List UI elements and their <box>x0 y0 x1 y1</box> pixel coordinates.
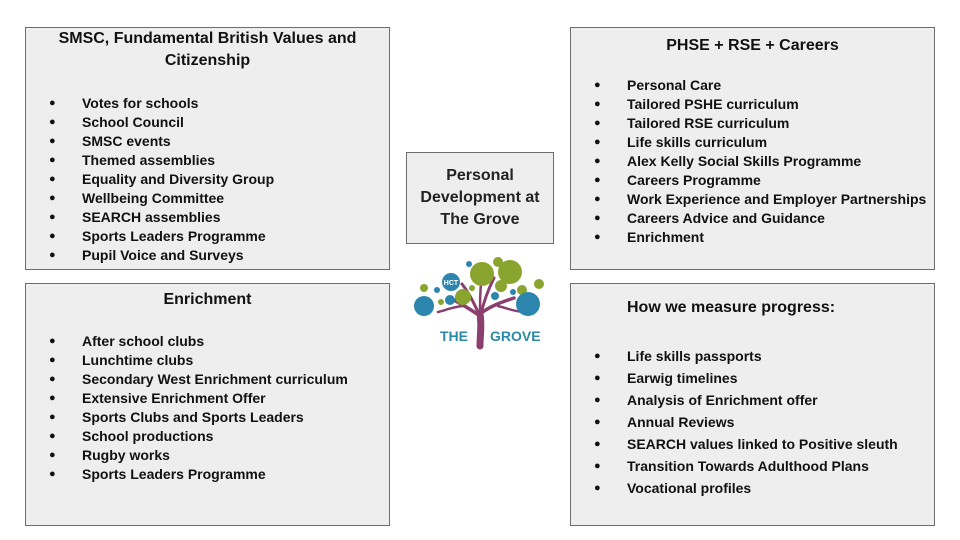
smsc-panel-title: SMSC, Fundamental British Values and Cit… <box>58 30 357 69</box>
list-item: Life skills curriculum <box>571 133 934 152</box>
list-item: Vocational profiles <box>571 477 934 499</box>
list-item: Secondary West Enrichment curriculum <box>26 370 389 389</box>
list-item: SEARCH values linked to Positive sleuth <box>571 433 934 455</box>
measure-progress-panel: How we measure progress: Life skills pas… <box>570 283 935 526</box>
phse-list: Personal Care Tailored PSHE curriculum T… <box>571 76 934 247</box>
list-item: Personal Care <box>571 76 934 95</box>
tree-trunk <box>436 276 526 350</box>
center-title-box: Personal Development at The Grove <box>406 152 554 244</box>
list-item: Tailored RSE curriculum <box>571 114 934 133</box>
list-item: School Council <box>26 113 389 132</box>
enrichment-panel-title: Enrichment <box>163 291 252 308</box>
list-item: Equality and Diversity Group <box>26 170 389 189</box>
logo-word-grove: GROVE <box>490 328 541 344</box>
list-item: Pupil Voice and Surveys <box>26 246 389 265</box>
tree-leaves-teal <box>414 261 540 316</box>
list-item: SEARCH assemblies <box>26 208 389 227</box>
list-item: Careers Advice and Guidance <box>571 209 934 228</box>
list-item: Extensive Enrichment Offer <box>26 389 389 408</box>
list-item: Rugby works <box>26 446 389 465</box>
list-item: Work Experience and Employer Partnership… <box>571 190 934 209</box>
list-item: School productions <box>26 427 389 446</box>
phse-panel: PHSE + RSE + Careers Personal Care Tailo… <box>570 27 935 270</box>
measure-progress-title: How we measure progress: <box>627 299 836 316</box>
list-item: Votes for schools <box>26 94 389 113</box>
list-item: Annual Reviews <box>571 411 934 433</box>
enrichment-list: After school clubs Lunchtime clubs Secon… <box>26 332 389 484</box>
the-grove-logo: HCT THE GROVE <box>414 257 544 350</box>
list-item: Themed assemblies <box>26 151 389 170</box>
list-item: Careers Programme <box>571 171 934 190</box>
list-item: Analysis of Enrichment offer <box>571 389 934 411</box>
list-item: Sports Leaders Programme <box>26 227 389 246</box>
list-item: Life skills passports <box>571 345 934 367</box>
list-item: Sports Leaders Programme <box>26 465 389 484</box>
list-item: Sports Clubs and Sports Leaders <box>26 408 389 427</box>
list-item: Wellbeing Committee <box>26 189 389 208</box>
logo-word-the: THE <box>440 328 468 344</box>
list-item: Lunchtime clubs <box>26 351 389 370</box>
center-title: Personal Development at The Grove <box>420 167 540 228</box>
hct-badge: HCT <box>442 273 460 291</box>
smsc-panel: SMSC, Fundamental British Values and Cit… <box>25 27 390 270</box>
list-item: Enrichment <box>571 228 934 247</box>
enrichment-panel: Enrichment After school clubs Lunchtime … <box>25 283 390 526</box>
list-item: Earwig timelines <box>571 367 934 389</box>
phse-panel-title: PHSE + RSE + Careers <box>666 37 839 54</box>
list-item: Alex Kelly Social Skills Programme <box>571 152 934 171</box>
smsc-list: Votes for schools School Council SMSC ev… <box>26 94 389 265</box>
list-item: After school clubs <box>26 332 389 351</box>
measure-progress-list: Life skills passports Earwig timelines A… <box>571 345 934 499</box>
list-item: SMSC events <box>26 132 389 151</box>
list-item: Transition Towards Adulthood Plans <box>571 455 934 477</box>
list-item: Tailored PSHE curriculum <box>571 95 934 114</box>
hct-badge-text: HCT <box>444 280 459 287</box>
